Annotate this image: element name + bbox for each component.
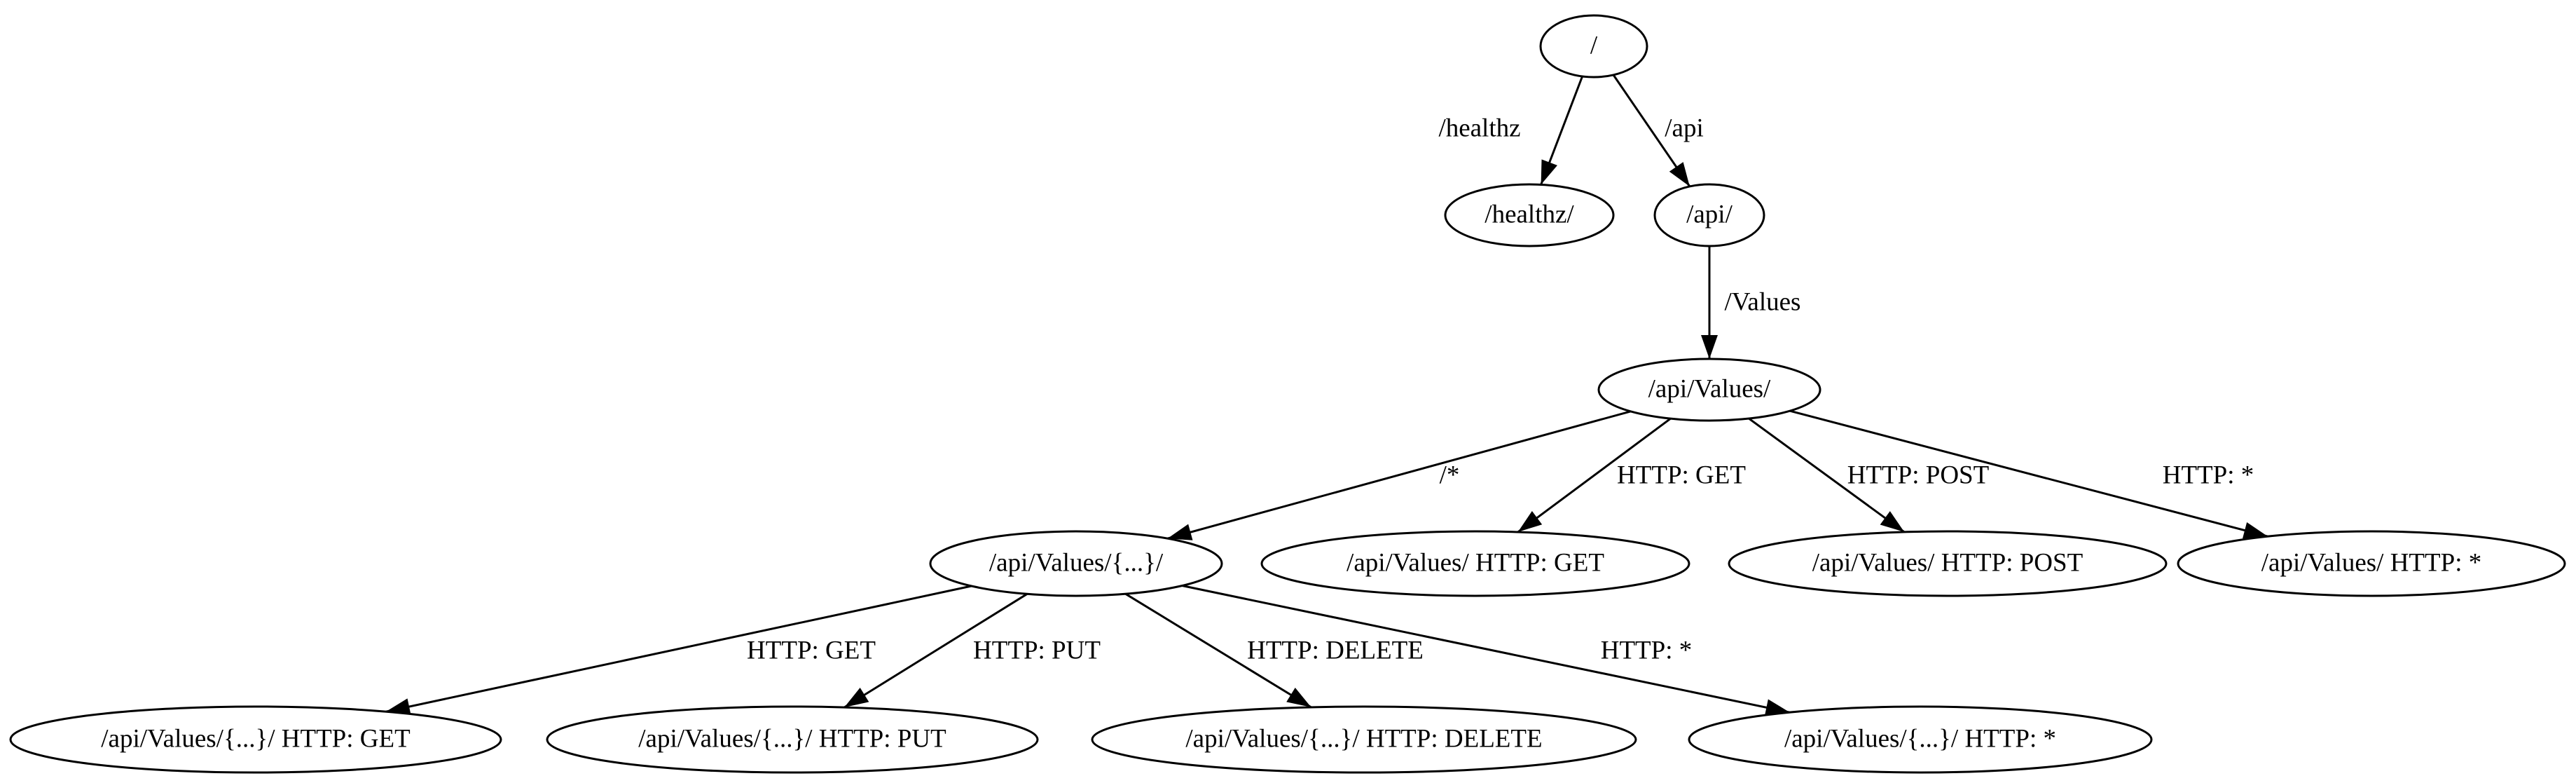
edge-api-values-param-to-api-values-param-any: HTTP: *: [1182, 585, 1791, 716]
node-api-values-param: /api/Values/{...}/: [929, 530, 1223, 597]
edge-api-values-to-api-values-param: /*: [1167, 410, 1631, 540]
edge-root-to-healthz: /healthz: [1438, 76, 1584, 185]
node-label: /api/Values/{...}/ HTTP: PUT: [638, 724, 946, 753]
edge-label: HTTP: GET: [747, 636, 876, 665]
node-api-values-any: /api/Values/ HTTP: *: [2177, 530, 2566, 597]
edge-label: HTTP: *: [1601, 636, 1693, 665]
edge-label: HTTP: PUT: [973, 636, 1101, 665]
edge-line: [1748, 417, 1906, 533]
edge-line: [1612, 74, 1691, 187]
edge-label: HTTP: DELETE: [1247, 636, 1424, 665]
node-ellipse: [1688, 705, 2153, 774]
edge-line: [1167, 410, 1631, 540]
edge-label: HTTP: *: [2163, 461, 2254, 489]
edge-line: [1789, 409, 2268, 539]
node-label: /api/Values/: [1648, 374, 1771, 403]
node-ellipse: [929, 530, 1223, 597]
node-ellipse: [1260, 530, 1690, 597]
node-ellipse: [1539, 14, 1648, 79]
node-ellipse: [546, 705, 1039, 774]
node-api: /api/: [1653, 183, 1765, 247]
node-root: /: [1539, 14, 1648, 79]
node-label: /api/Values/ HTTP: GET: [1346, 548, 1604, 577]
edge-api-values-to-api-values-any: HTTP: *: [1789, 409, 2268, 539]
node-ellipse: [2177, 530, 2566, 597]
node-api-values-param-put: /api/Values/{...}/ HTTP: PUT: [546, 705, 1039, 774]
node-api-values: /api/Values/: [1597, 358, 1821, 422]
node-label: /api/Values/ HTTP: POST: [1812, 548, 2083, 577]
node-ellipse: [1653, 183, 1765, 247]
node-ellipse: [1091, 705, 1637, 774]
edge-label: HTTP: POST: [1847, 461, 1990, 489]
node-ellipse: [1444, 183, 1615, 247]
node-label: /api/: [1686, 200, 1733, 229]
edge-label: /healthz: [1438, 114, 1520, 142]
node-label: /api/Values/{...}/ HTTP: GET: [101, 724, 410, 753]
edge-line: [1125, 593, 1312, 709]
edge-api-values-to-api-values-get: HTTP: GET: [1517, 417, 1746, 533]
node-ellipse: [1728, 530, 2168, 597]
node-label: /api/Values/ HTTP: *: [2261, 548, 2481, 577]
node-api-values-param-delete: /api/Values/{...}/ HTTP: DELETE: [1091, 705, 1637, 774]
node-label: /api/Values/{...}/ HTTP: *: [1784, 724, 2056, 753]
node-label: /api/Values/{...}/ HTTP: DELETE: [1185, 724, 1542, 753]
edge-line: [1540, 76, 1584, 185]
node-api-values-post: /api/Values/ HTTP: POST: [1728, 530, 2168, 597]
node-label: /api/Values/{...}/: [989, 548, 1164, 577]
edge-root-to-api: /api: [1612, 74, 1704, 187]
node-label: /: [1590, 31, 1598, 60]
edge-line: [1182, 585, 1791, 716]
node-api-values-param-get: /api/Values/{...}/ HTTP: GET: [9, 705, 502, 774]
edge-api-to-api-values: /Values: [1701, 246, 1801, 359]
edge-line: [843, 593, 1028, 709]
edge-api-values-param-to-api-values-param-put: HTTP: PUT: [843, 593, 1101, 709]
node-ellipse: [9, 705, 502, 774]
edge-line: [1517, 417, 1672, 533]
edge-label: HTTP: GET: [1617, 461, 1746, 489]
edge-label: /*: [1440, 461, 1460, 489]
edge-api-values-param-to-api-values-param-delete: HTTP: DELETE: [1125, 593, 1424, 709]
edge-api-values-to-api-values-post: HTTP: POST: [1748, 417, 1990, 533]
edge-label: /api: [1665, 114, 1703, 142]
node-api-values-param-any: /api/Values/{...}/ HTTP: *: [1688, 705, 2153, 774]
edge-label: /Values: [1725, 287, 1801, 316]
edge-api-values-param-to-api-values-param-get: HTTP: GET: [385, 585, 972, 715]
node-label: /healthz/: [1485, 200, 1574, 229]
node-healthz: /healthz/: [1444, 183, 1615, 247]
node-api-values-get: /api/Values/ HTTP: GET: [1260, 530, 1690, 597]
node-ellipse: [1597, 358, 1821, 422]
edge-line: [385, 585, 972, 715]
